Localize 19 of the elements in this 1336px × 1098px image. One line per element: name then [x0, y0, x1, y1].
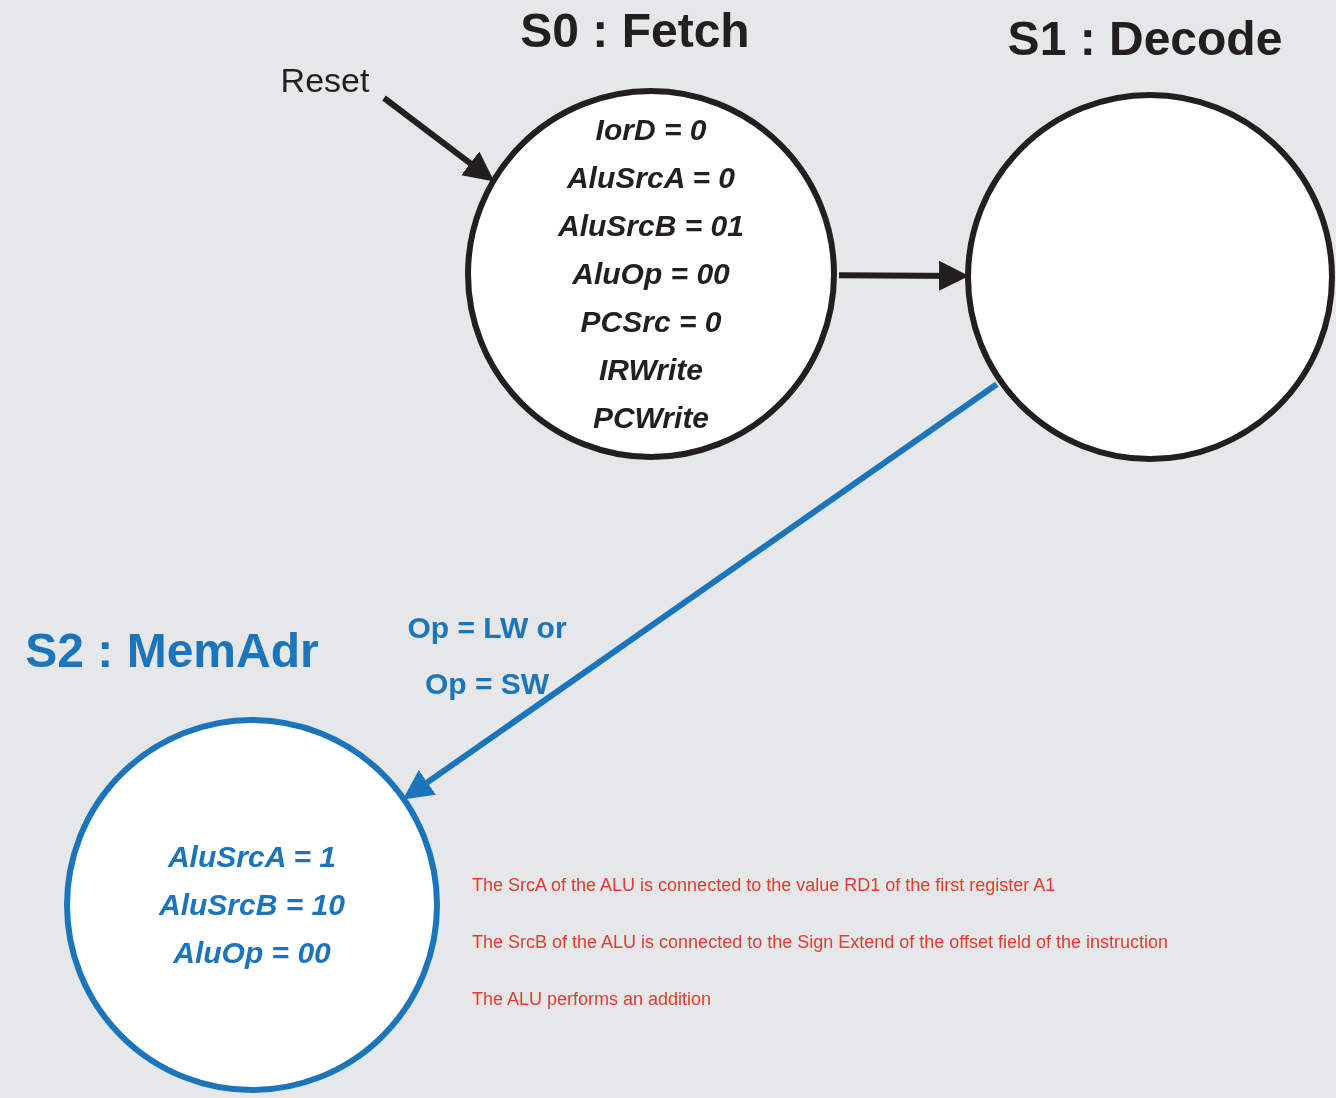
state-title: S2 : MemAdr [24, 623, 320, 679]
note-text: The SrcA of the ALU is connected to the value RD1 of the first register A1 [472, 874, 1057, 897]
control-signal: AluSrcB = 10 [159, 887, 345, 923]
note-text: The SrcB of the ALU is connected to the Sign Extend of the offset field of the instruction [472, 931, 1169, 954]
control-signal: AluSrcA = 0 [566, 160, 736, 196]
arrow [382, 95, 495, 182]
reset-label: Reset [270, 58, 380, 102]
control-signal: IorD = 0 [595, 112, 707, 148]
state-title: S0 : Fetch [519, 3, 751, 59]
note-text: The ALU performs an addition [472, 988, 713, 1011]
control-signal: AluOp = 00 [572, 256, 730, 292]
control-signal: AluOp = 00 [173, 935, 331, 971]
state-title: S1 : Decode [1006, 11, 1284, 67]
control-signal: AluSrcB = 01 [558, 208, 744, 244]
control-signal: AluSrcA = 1 [167, 839, 337, 875]
control-signal: IRWrite [599, 352, 703, 388]
control-signal: PCSrc = 0 [580, 304, 722, 340]
edge-label: Op = LW or Op = SW [406, 610, 568, 702]
control-signal: PCWrite [592, 400, 710, 436]
